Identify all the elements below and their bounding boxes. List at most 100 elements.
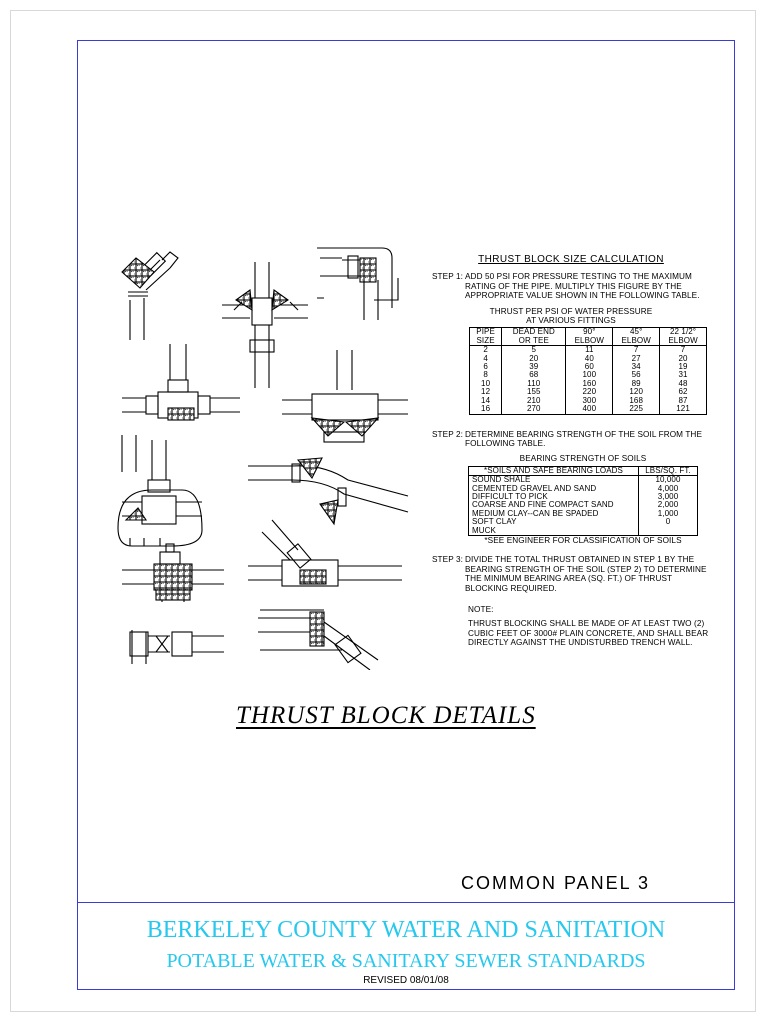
- sheet-border: [10, 10, 756, 1012]
- standards-title: POTABLE WATER & SANITARY SEWER STANDARDS: [166, 950, 646, 972]
- soil-table: *SOILS AND SAFE BEARING LOADS LBS/SQ. FT…: [468, 465, 698, 536]
- step-1-text: ADD 50 PSI FOR PRESSURE TESTING TO THE M…: [465, 272, 700, 301]
- note-text: THRUST BLOCKING SHALL BE MADE OF AT LEAS…: [468, 619, 709, 648]
- thrust-table-cell: 11: [565, 346, 614, 355]
- soil-load-cell: 4,000: [638, 484, 698, 493]
- thrust-table-cell: 110: [501, 379, 567, 389]
- soil-type-cell: MUCK: [468, 526, 639, 536]
- soil-load-cell: 1,000: [638, 509, 698, 519]
- note-label: NOTE:: [468, 605, 494, 614]
- step-2: STEP 2: DETERMINE BEARING STRENGTH OF TH…: [432, 430, 710, 449]
- panel-label: COMMON PANEL 3: [461, 873, 651, 893]
- soil-table-header-row: *SOILS AND SAFE BEARING LOADS LBS/SQ. FT…: [468, 465, 698, 477]
- thrust-table-cell: 225: [612, 404, 661, 415]
- soil-table-caption: BEARING STRENGTH OF SOILS: [519, 454, 647, 464]
- thrust-table-cell: 100: [565, 371, 614, 380]
- soil-load-cell: 0: [638, 517, 698, 527]
- thrust-table-cell: 121: [659, 404, 707, 415]
- thrust-table-cell: 5: [501, 346, 567, 355]
- thrust-table-cell: 300: [565, 396, 614, 406]
- drawing-frame: [77, 40, 735, 990]
- title-block-divider: [77, 902, 735, 903]
- step-3: STEP 3: DIVIDE THE TOTAL THRUST OBTAINED…: [432, 555, 710, 593]
- thrust-table-cell: 16: [468, 404, 503, 415]
- note: NOTE: THRUST BLOCKING SHALL BE MADE OF A…: [468, 605, 710, 648]
- thrust-table-cell: 48: [659, 379, 707, 389]
- thrust-table-cell: 220: [565, 387, 614, 397]
- thrust-table-cell: 87: [659, 396, 707, 406]
- step-2-text: DETERMINE BEARING STRENGTH OF THE SOIL F…: [465, 429, 703, 448]
- thrust-table-cell: 40: [565, 354, 614, 364]
- header-load: LBS/SQ. FT.: [638, 465, 698, 477]
- thrust-table-cell: 60: [565, 362, 614, 372]
- soil-load-cell: 3,000: [638, 492, 698, 502]
- offset-bend-detail: [258, 609, 379, 670]
- thrust-table-cell: 20: [659, 354, 707, 364]
- thrust-table-cell: 20: [501, 354, 567, 364]
- header-90-elbow: 90°ELBOW: [565, 327, 614, 347]
- thrust-table-cell: 12: [468, 387, 503, 397]
- thrust-table-cell: 8: [468, 371, 503, 380]
- thrust-table-cell: 14: [468, 396, 503, 406]
- thrust-table-cell: 270: [501, 404, 567, 415]
- thrust-table-cell: 4: [468, 354, 503, 364]
- thrust-block-detail-drawings: [117, 247, 409, 670]
- plug-detail: [129, 630, 224, 664]
- soil-load-cell: [638, 526, 698, 536]
- elbow-90-detail: [121, 251, 179, 340]
- soil-table-row: MUCK: [468, 526, 698, 536]
- calculation-title: THRUST BLOCK SIZE CALCULATION: [478, 254, 664, 265]
- thrust-table-cell: 160: [565, 379, 614, 389]
- step-1: STEP 1: ADD 50 PSI FOR PRESSURE TESTING …: [432, 272, 710, 300]
- thrust-table-cell: 7: [659, 346, 707, 355]
- horizontal-bend-detail: [248, 457, 409, 526]
- step-2-label: STEP 2:: [432, 429, 464, 439]
- cross-blocked-detail: [117, 435, 203, 547]
- thrust-calculation-block: THRUST BLOCK SIZE CALCULATION STEP 1: AD…: [432, 254, 710, 648]
- wye-detail: [248, 519, 402, 587]
- soil-table-footnote: *SEE ENGINEER FOR CLASSIFICATION OF SOIL…: [484, 535, 682, 545]
- thrust-table-cell: 2: [468, 346, 503, 355]
- valve-detail: [122, 543, 224, 602]
- revision-date: REVISED 08/01/08: [363, 975, 449, 986]
- thrust-table-cell: 68: [501, 371, 567, 380]
- soil-load-cell: 10,000: [638, 475, 698, 485]
- tee-detail: [122, 344, 240, 421]
- header-22-elbow: 22 1/2°ELBOW: [659, 327, 707, 347]
- step-3-text: DIVIDE THE TOTAL THRUST OBTAINED IN STEP…: [465, 555, 707, 593]
- step-3-label: STEP 3:: [432, 555, 464, 565]
- organization-name: BERKELEY COUNTY WATER AND SANITATION: [146, 917, 666, 943]
- thrust-table-cell: 10: [468, 379, 503, 389]
- drawing-title: THRUST BLOCK DETAILS: [236, 702, 536, 729]
- thrust-table-caption: THRUST PER PSI OF WATER PRESSURE: [489, 306, 653, 316]
- thrust-table-cell: 210: [501, 396, 567, 406]
- thrust-table-cell: 31: [659, 371, 707, 380]
- thrust-table-cell: 155: [501, 387, 567, 397]
- thrust-table-cell: 19: [659, 362, 707, 372]
- thrust-table-cell: 39: [501, 362, 567, 372]
- tee-elbow-detail: [317, 247, 399, 320]
- reducer-tee-detail: [282, 350, 408, 443]
- cross-detail: [222, 262, 308, 388]
- thrust-table-subcaption: AT VARIOUS FITTINGS: [526, 316, 616, 326]
